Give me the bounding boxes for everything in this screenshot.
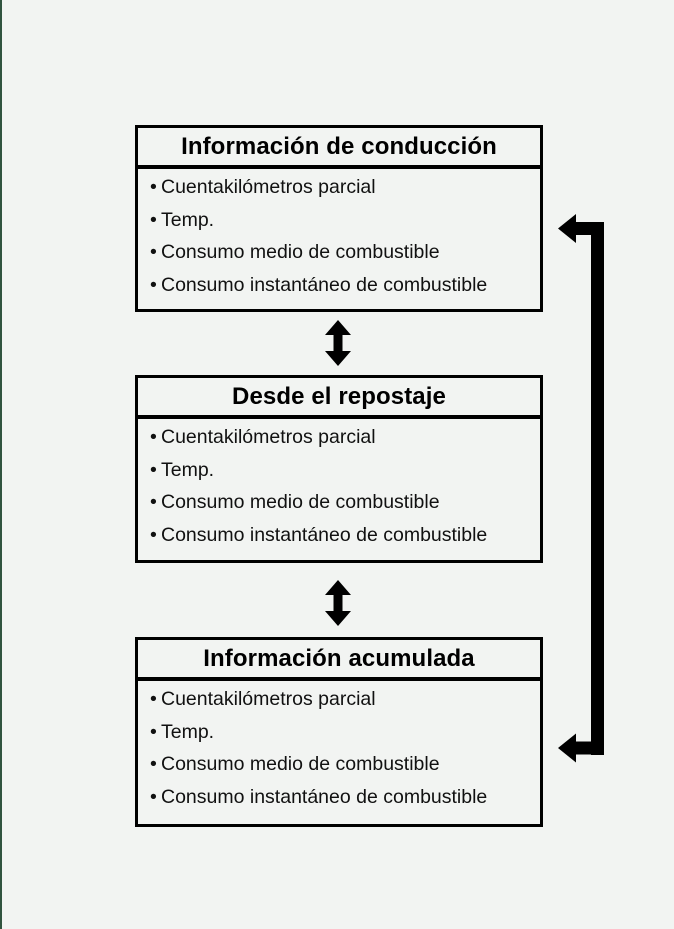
- node-box-informacion-de-conduccion[interactable]: Información de conducción • Cuentakilóme…: [135, 125, 543, 312]
- list-item-label: Temp.: [161, 208, 215, 231]
- node-body-informacion-acumulada: • Cuentakilómetros parcial • Temp. • Con…: [138, 681, 540, 815]
- list-item-label: Consumo instantáneo de combustible: [161, 273, 488, 296]
- bullet-glyph: •: [150, 523, 157, 546]
- list-item: • Consumo medio de combustible: [150, 241, 540, 263]
- list-item: • Cuentakilómetros parcial: [150, 426, 540, 448]
- node-header-informacion-de-conduccion: Información de conducción: [138, 128, 540, 169]
- bullet-glyph: •: [150, 208, 157, 231]
- list-item-label: Consumo medio de combustible: [161, 491, 440, 513]
- list-item-label: Temp.: [161, 458, 215, 481]
- bullet-glyph: •: [150, 720, 157, 743]
- connector-double-arrow-icon: [325, 320, 351, 366]
- list-item: • Temp.: [150, 720, 540, 743]
- list-item: • Consumo medio de combustible: [150, 753, 540, 775]
- list-item: • Cuentakilómetros parcial: [150, 688, 540, 710]
- node-body-desde-el-repostaje: • Cuentakilómetros parcial • Temp. • Con…: [138, 419, 540, 553]
- bullet-glyph: •: [150, 491, 157, 513]
- node-box-desde-el-repostaje[interactable]: Desde el repostaje • Cuentakilómetros pa…: [135, 375, 543, 563]
- bullet-glyph: •: [150, 785, 157, 808]
- list-item: • Consumo medio de combustible: [150, 491, 540, 513]
- node-header-informacion-acumulada: Información acumulada: [138, 640, 540, 681]
- list-item-label: Cuentakilómetros parcial: [161, 426, 376, 448]
- bullet-glyph: •: [150, 688, 157, 710]
- list-item-label: Temp.: [161, 720, 215, 743]
- list-item-label: Consumo medio de combustible: [161, 753, 440, 775]
- list-item: • Consumo instantáneo de combustible: [150, 273, 540, 296]
- list-item-label: Cuentakilómetros parcial: [161, 688, 376, 710]
- list-item: • Consumo instantáneo de combustible: [150, 523, 540, 546]
- list-item-label: Consumo instantáneo de combustible: [161, 523, 488, 546]
- node-box-informacion-acumulada[interactable]: Información acumulada • Cuentakilómetros…: [135, 637, 543, 827]
- bullet-glyph: •: [150, 241, 157, 263]
- bullet-glyph: •: [150, 176, 157, 198]
- list-item-label: Consumo medio de combustible: [161, 241, 440, 263]
- list-item: • Consumo instantáneo de combustible: [150, 785, 540, 808]
- node-body-informacion-de-conduccion: • Cuentakilómetros parcial • Temp. • Con…: [138, 169, 540, 303]
- connector-double-arrow-icon: [325, 580, 351, 626]
- bullet-glyph: •: [150, 753, 157, 775]
- list-item: • Temp.: [150, 208, 540, 231]
- list-item-label: Consumo instantáneo de combustible: [161, 785, 488, 808]
- left-edge-rule: [0, 0, 2, 929]
- connector-side-bracket-double-arrow-icon: [558, 214, 604, 763]
- list-item: • Temp.: [150, 458, 540, 481]
- bullet-glyph: •: [150, 426, 157, 448]
- bullet-glyph: •: [150, 273, 157, 296]
- node-header-desde-el-repostaje: Desde el repostaje: [138, 378, 540, 419]
- list-item-label: Cuentakilómetros parcial: [161, 176, 376, 198]
- bullet-glyph: •: [150, 458, 157, 481]
- list-item: • Cuentakilómetros parcial: [150, 176, 540, 198]
